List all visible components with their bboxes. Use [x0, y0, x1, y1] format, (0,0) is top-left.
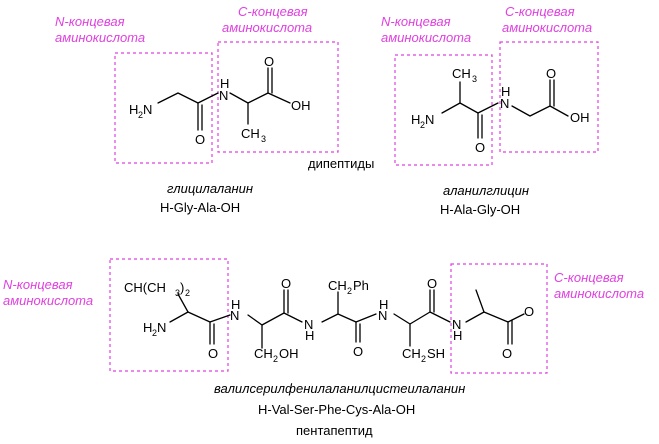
- penta-name: валилсерилфенилаланилцистеилаланин: [214, 381, 465, 396]
- gly-ala-h2n-n: N: [143, 102, 152, 117]
- penta-n-label-line1: N-концевая: [3, 277, 73, 292]
- ala-gly-c-terminal-box: [499, 41, 599, 153]
- penta-amide2-n: N: [304, 317, 313, 332]
- penta-ser-oh: OH: [279, 346, 299, 361]
- penta-ala-carbonyl-o: O: [502, 346, 512, 361]
- ala-gly-carbonyl-o: O: [475, 140, 485, 155]
- penta-amide1-n: N: [230, 308, 239, 323]
- penta-ser-carbonyl-o: O: [281, 276, 291, 291]
- penta-phe-ph: Ph: [353, 278, 369, 293]
- gly-ala-h2n-2: 2: [138, 110, 143, 120]
- ala-gly-h2n-n: N: [425, 112, 434, 127]
- gly-ala-code: H-Gly-Ala-OH: [160, 200, 240, 215]
- penta-ser-ch2: CH: [254, 346, 273, 361]
- penta-val-paren: ): [180, 280, 184, 295]
- penta-val-sub-3: 3: [175, 288, 180, 298]
- penta-val-sub-2: 2: [185, 288, 190, 298]
- penta-cys-sh: SH: [427, 346, 445, 361]
- gly-ala-n-terminal-box: [114, 52, 213, 164]
- ala-gly-ch3-3: 3: [472, 74, 477, 84]
- ala-gly-c-label-line1: C-концевая: [505, 4, 575, 19]
- ala-gly-name: аланилглицин: [443, 183, 529, 198]
- ala-gly-amide-n: N: [500, 96, 509, 111]
- penta-phe-carbonyl-o: O: [353, 344, 363, 359]
- ala-gly-skeleton: [441, 79, 569, 139]
- penta-h2n-2: 2: [152, 328, 157, 338]
- penta-c-terminal-box: [450, 263, 548, 374]
- penta-ala-acid-o: O: [524, 304, 534, 319]
- dipeptides-caption: дипептиды: [308, 156, 374, 171]
- penta-amide2-h: H: [305, 328, 314, 343]
- penta-val-side-chain: CH(CH: [124, 280, 166, 295]
- penta-skeleton: [169, 289, 525, 349]
- penta-amide4-n: N: [452, 317, 461, 332]
- ala-gly-ch3-ch: CH: [452, 66, 471, 81]
- gly-ala-ch3-3: 3: [261, 134, 266, 144]
- gly-ala-n-label-line2: аминокислота: [55, 30, 145, 45]
- gly-ala-carbonyl-o: O: [195, 132, 205, 147]
- gly-ala-h2n-h: H: [129, 102, 138, 117]
- ala-gly-code: H-Ala-Gly-OH: [440, 202, 520, 217]
- penta-cys-ch2: CH: [402, 346, 421, 361]
- gly-ala-c-terminal-box: [217, 41, 339, 153]
- ala-gly-n-label-line1: N-концевая: [381, 14, 451, 29]
- penta-caption: пентапептид: [296, 423, 373, 438]
- gly-ala-ch3-ch: CH: [241, 126, 260, 141]
- gly-ala-c-label-line1: C-концевая: [238, 4, 308, 19]
- pentapeptide: N-концевая аминокислота C-концевая амино…: [3, 258, 644, 438]
- penta-amide3-h: H: [379, 297, 388, 312]
- ala-gly-c-label-line2: аминокислота: [502, 20, 592, 35]
- penta-amide4-h: H: [453, 328, 462, 343]
- ala-gly-n-label-line2: аминокислота: [381, 30, 471, 45]
- ala-gly-acid-oh: OH: [570, 110, 590, 125]
- penta-n-terminal-box: [109, 258, 229, 372]
- penta-h2n-n: N: [157, 320, 166, 335]
- penta-amide1-h: H: [231, 297, 240, 312]
- ala-gly-acid-o: O: [546, 66, 556, 81]
- penta-c-label-line1: C-концевая: [554, 270, 624, 285]
- penta-phe-ch2-sub: 2: [347, 286, 352, 296]
- penta-amide3-n: N: [378, 308, 387, 323]
- dipeptide-gly-ala: N-концевая аминокислота C-концевая амино…: [55, 4, 339, 215]
- ala-gly-h2n-h: H: [411, 112, 420, 127]
- gly-ala-amide-h: H: [220, 76, 229, 91]
- gly-ala-name: глицилаланин: [167, 181, 253, 196]
- gly-ala-acid-oh: OH: [291, 98, 311, 113]
- penta-cys-carbonyl-o: O: [427, 276, 437, 291]
- penta-val-carbonyl-o: O: [208, 346, 218, 361]
- penta-phe-ch2: CH: [328, 278, 347, 293]
- dipeptide-ala-gly: N-концевая аминокислота C-концевая амино…: [381, 4, 599, 217]
- penta-code: H-Val-Ser-Phe-Cys-Ala-OH: [258, 402, 415, 417]
- penta-n-label-line2: аминокислота: [3, 293, 93, 308]
- gly-ala-amide-n: N: [219, 88, 228, 103]
- gly-ala-skeleton: [157, 67, 291, 131]
- ala-gly-h2n-2: 2: [420, 120, 425, 130]
- penta-c-label-line2: аминокислота: [554, 286, 644, 301]
- ala-gly-amide-h: H: [501, 84, 510, 99]
- gly-ala-acid-o: O: [264, 54, 274, 69]
- penta-ser-ch2-sub: 2: [273, 354, 278, 364]
- ala-gly-n-terminal-box: [394, 54, 493, 166]
- penta-cys-ch2-sub: 2: [421, 354, 426, 364]
- gly-ala-n-label-line1: N-концевая: [55, 14, 125, 29]
- penta-h2n-h: H: [143, 320, 152, 335]
- gly-ala-c-label-line2: аминокислота: [222, 20, 312, 35]
